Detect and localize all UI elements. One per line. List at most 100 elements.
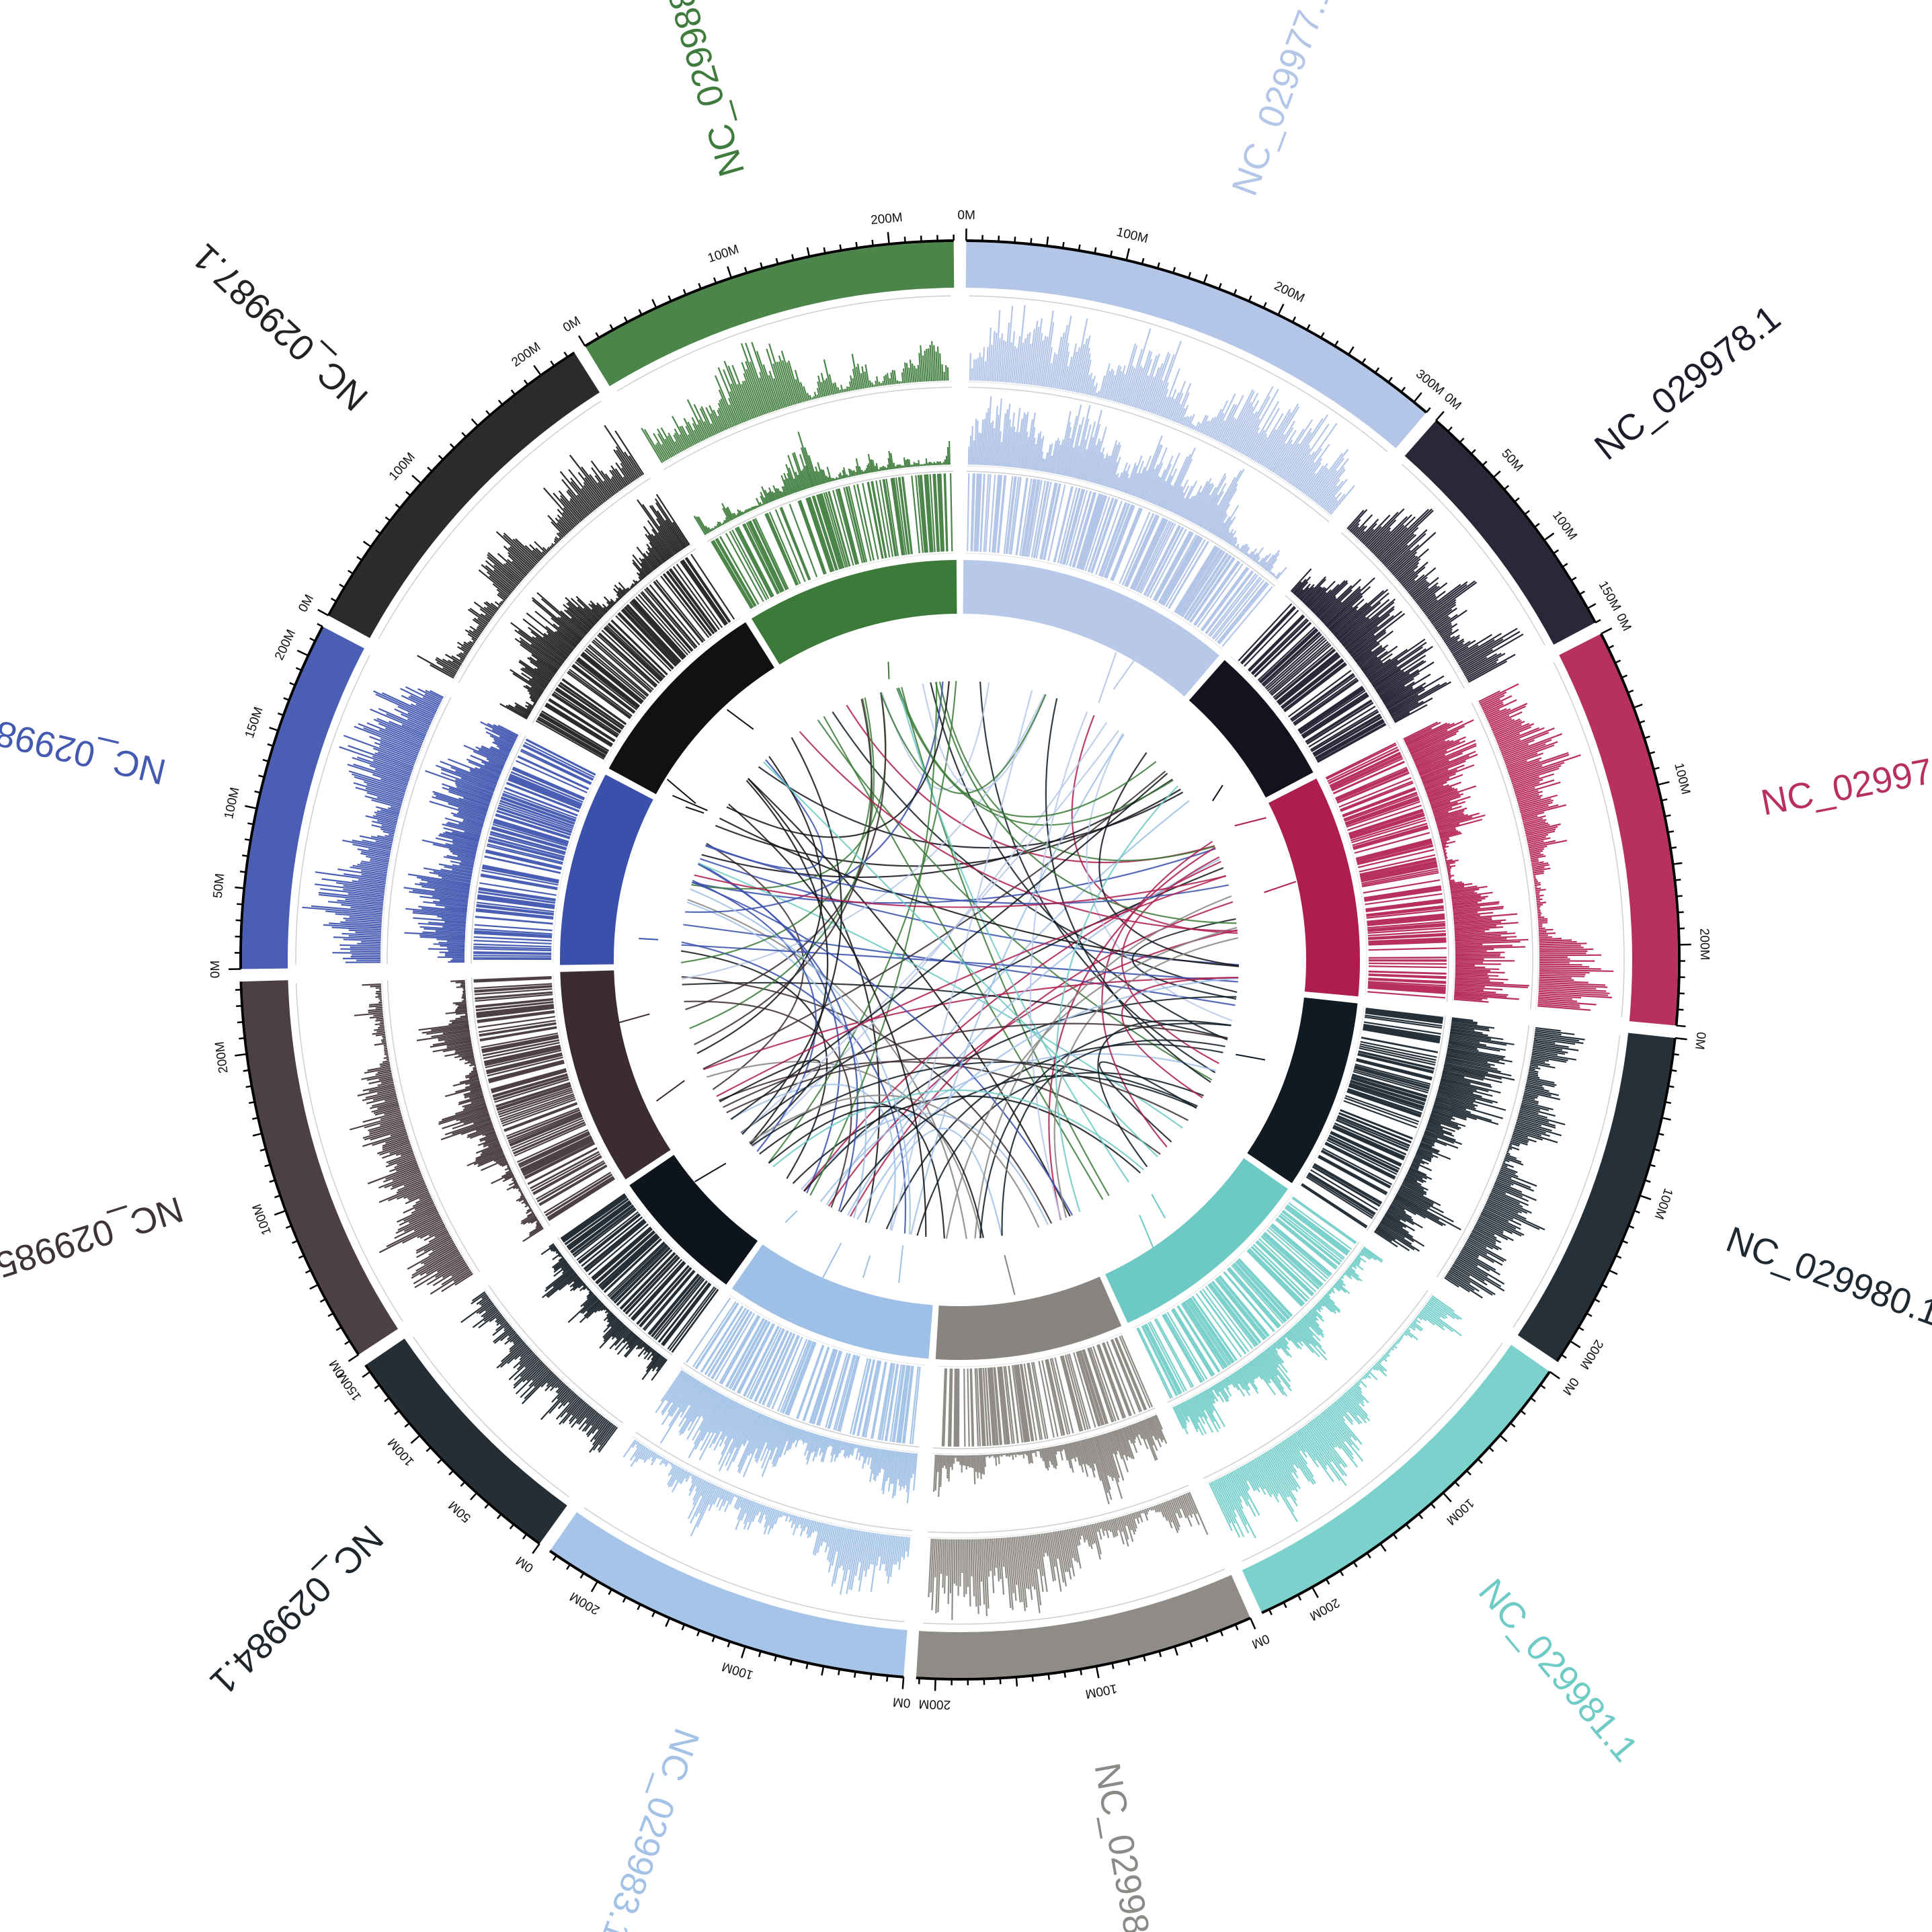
synteny-link (1086, 733, 1233, 1022)
tick-mark (239, 1037, 245, 1040)
synteny-link (705, 845, 1229, 905)
tick-mark (579, 1572, 585, 1579)
synteny-link (741, 730, 1119, 1135)
tick-mark (550, 360, 555, 367)
tick-mark (405, 491, 411, 497)
tick-mark (1675, 879, 1681, 881)
tick-mark (267, 743, 274, 747)
tick-mark (1653, 766, 1660, 770)
tick-mark (1291, 316, 1297, 323)
track-frame (387, 980, 480, 1273)
synteny-link (726, 681, 950, 838)
tick-label: 50M (446, 1498, 473, 1525)
histogram-track-1 (1444, 1027, 1585, 1299)
ideogram-band (551, 1512, 908, 1676)
tick-label: 200M (1697, 928, 1712, 961)
tick-label: 0M (1560, 1375, 1581, 1398)
link-fragment (666, 778, 696, 804)
synteny-link (698, 862, 1183, 1129)
tick-mark (1608, 1269, 1618, 1275)
track-frame (557, 1237, 673, 1356)
tick-mark (1627, 689, 1634, 694)
synteny-link (683, 924, 1236, 1006)
tick-mark (283, 697, 290, 701)
tick-mark (1514, 497, 1520, 503)
chromosome-label: NC_029977.1 (1224, 0, 1340, 201)
tick-mark (1578, 1326, 1584, 1331)
tick-mark (696, 1629, 700, 1637)
tick-label: 100M (387, 450, 418, 484)
track-frame (967, 465, 1279, 583)
tick-mark (1644, 735, 1650, 739)
synteny-link (719, 1061, 1161, 1155)
tick-label: 100M (1084, 1681, 1119, 1701)
histogram-track-1 (1478, 683, 1614, 1011)
tick-mark (235, 886, 245, 889)
track-frame (1285, 594, 1391, 729)
synteny-link (930, 682, 1228, 1041)
tick-mark (1492, 470, 1501, 479)
synteny-link (692, 879, 817, 1152)
tick-mark (1560, 1354, 1567, 1359)
track-frame (487, 1285, 623, 1424)
track-frame (1371, 1016, 1451, 1234)
link-fragment (655, 1080, 685, 1102)
histogram-track-2 (416, 979, 544, 1242)
synteny-link (768, 680, 957, 1164)
inner-ideogram-band (1189, 659, 1314, 798)
tick-mark (1353, 1561, 1358, 1568)
tick-mark (1015, 1677, 1018, 1687)
tick-mark (243, 1069, 249, 1072)
histogram-track-2 (967, 396, 1287, 580)
tick-mark (427, 467, 433, 473)
synteny-link (901, 686, 1110, 1197)
tick-mark (269, 1179, 276, 1183)
tick-mark (1539, 1384, 1546, 1390)
tick-mark (563, 351, 569, 358)
tick-mark (1586, 1312, 1593, 1318)
track-frame (1471, 702, 1533, 1010)
tick-mark (1187, 272, 1192, 278)
tick-label: 0M (1692, 1031, 1708, 1051)
histogram-track-2 (499, 493, 690, 720)
tick-mark (651, 1611, 656, 1617)
tick-mark (1668, 1085, 1675, 1088)
synteny-link (934, 682, 1237, 924)
tick-mark (622, 1597, 627, 1603)
track-frame (471, 977, 551, 1227)
tick-label: 200M (1272, 279, 1307, 306)
tick-mark (327, 1312, 334, 1318)
tick-mark (740, 1646, 746, 1658)
link-fragment (1236, 1053, 1266, 1061)
inner-ideogram-band (731, 1244, 933, 1359)
chromosome-label: NC_029986.1 (0, 700, 169, 792)
chromosome-label: NC_029978.1 (1587, 298, 1788, 469)
tick-label: 0M (1613, 611, 1634, 633)
synteny-link (730, 1084, 896, 1231)
tick-mark (1676, 1024, 1686, 1028)
tick-mark (1413, 392, 1422, 403)
track-frame (932, 1412, 1158, 1455)
tick-mark (838, 1668, 840, 1675)
tile-track (1300, 1008, 1444, 1229)
track-frame (1553, 661, 1625, 1017)
track-frame (1323, 777, 1367, 996)
tick-mark (1249, 1617, 1256, 1629)
inner-ideogram-band (629, 1155, 758, 1285)
tick-mark (1676, 895, 1683, 897)
tick-label: 0M (296, 592, 317, 614)
link-fragment (598, 1013, 650, 1029)
histogram-track-2 (1373, 1017, 1515, 1252)
tick-mark (1658, 1132, 1664, 1136)
tick-mark (295, 667, 303, 672)
tick-mark (385, 516, 391, 522)
tick-mark (317, 622, 323, 628)
axis-line (1261, 1371, 1551, 1615)
tick-mark (682, 288, 687, 296)
tick-mark (1320, 332, 1325, 339)
tick-mark (254, 790, 261, 794)
tick-mark (438, 454, 444, 460)
histogram-track-1 (460, 1291, 618, 1453)
link-fragment (639, 938, 659, 940)
synteny-link (1097, 1020, 1232, 1168)
